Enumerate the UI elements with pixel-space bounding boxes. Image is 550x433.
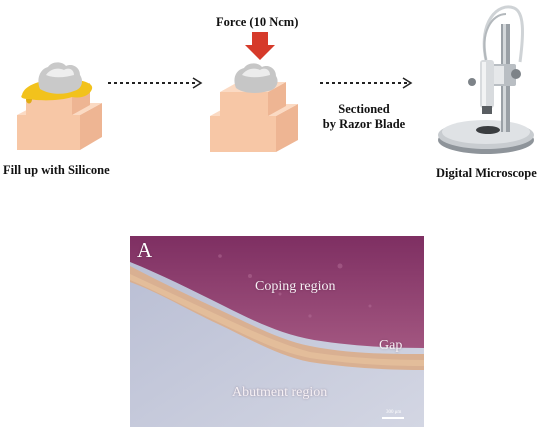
- block-side-upper: [268, 82, 286, 116]
- dotted-arrow-1: [108, 77, 203, 89]
- force-caption: Force (10 Ncm): [216, 15, 299, 29]
- coping-region-area: [130, 236, 424, 348]
- sectioned-line-1: Sectioned: [338, 102, 390, 116]
- crown-shape: [234, 63, 278, 93]
- panel-letter: A: [137, 238, 153, 262]
- scale-label: 300 μm: [386, 410, 402, 415]
- scale-bar: [382, 417, 404, 419]
- micrograph-panel: A Coping region Gap Abutment region 300 …: [130, 236, 424, 427]
- crown-highlight: [46, 68, 74, 78]
- microscope-caption: Digital Microscope: [436, 166, 537, 180]
- sectioned-caption: Sectioned by Razor Blade: [318, 102, 410, 132]
- silicone-block-illustration: [17, 62, 102, 150]
- microscope-illustration: [438, 5, 534, 154]
- block-front-lower: [210, 116, 276, 152]
- block-side-lower: [80, 103, 102, 150]
- block-front-lower: [17, 115, 80, 150]
- dotted-arrow-2: [320, 77, 413, 89]
- force-arrow-icon: [245, 32, 275, 60]
- crown-shape: [38, 62, 82, 94]
- gap-label: Gap: [379, 338, 403, 353]
- abutment-region-label: Abutment region: [232, 385, 328, 400]
- fill-caption: Fill up with Silicone: [3, 163, 110, 177]
- crown-highlight: [242, 68, 270, 78]
- sectioned-line-2: by Razor Blade: [322, 117, 406, 131]
- silicone-drip: [26, 99, 32, 104]
- coping-region-label: Coping region: [255, 279, 336, 294]
- pressed-block-illustration: [210, 63, 298, 152]
- block-side-lower: [276, 104, 298, 152]
- micrograph-image: [130, 236, 424, 427]
- block-front-upper: [220, 92, 268, 116]
